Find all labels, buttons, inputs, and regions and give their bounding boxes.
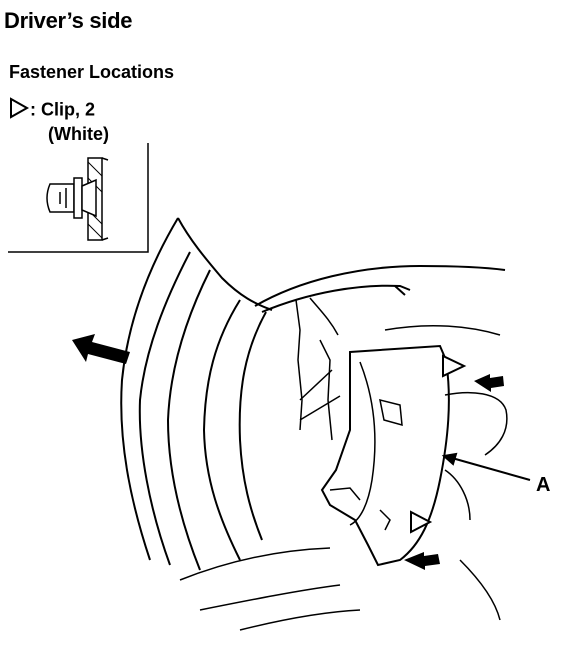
hollow-triangle-icon — [8, 97, 30, 124]
clip-detail-inset — [8, 143, 149, 253]
trim-panel-a — [320, 344, 450, 567]
page-title: Driver’s side — [4, 8, 133, 33]
legend-clip-color: (White) — [48, 124, 109, 144]
section-heading: Fastener Locations — [9, 62, 175, 82]
removal-arrow-right-upper — [474, 374, 504, 392]
clip-marker-lower — [410, 510, 433, 534]
callout-a-leader — [441, 452, 531, 481]
legend-clip-label: : Clip, 2 — [30, 99, 96, 120]
roof-line — [254, 264, 506, 313]
removal-arrow-right-lower — [404, 552, 440, 570]
door-pillar-outline — [120, 217, 273, 571]
callout-label-a: A — [536, 474, 551, 496]
clip-marker-upper — [442, 354, 467, 378]
interior-detail-lines — [179, 297, 508, 631]
removal-arrow-left — [72, 334, 130, 364]
clip-legend: : Clip, 2 (White) — [8, 97, 109, 145]
